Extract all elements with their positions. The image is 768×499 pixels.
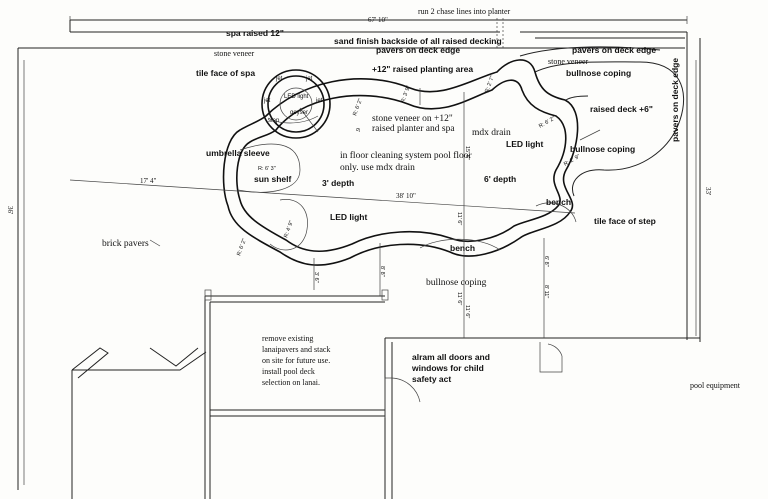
pool-left-dim: 17' 4" [140, 177, 157, 185]
offset-8: 8' 11" [543, 285, 549, 298]
stone-veneer-planter-2: raised planter and spa [372, 124, 455, 134]
in-floor-cleaning-1: in floor cleaning system pool floor [340, 150, 472, 161]
raised-planting-area: +12" raised planting area [372, 64, 473, 74]
remove-note-1: remove existing [262, 334, 313, 343]
bullnose-coping-top: bullnose coping [566, 68, 631, 78]
offset-1: 3' 6" [313, 272, 319, 283]
depth-3: 3' depth [322, 178, 354, 188]
pool-outline [222, 46, 685, 266]
mdx-drain-label: mdx drain [472, 128, 511, 138]
stone-veneer-planter-1: stone veneer on +12" [372, 114, 453, 124]
offset-2: 8' 8" [379, 266, 385, 277]
tile-face-spa: tile face of spa [196, 68, 255, 78]
led-light-right: LED light [506, 139, 543, 149]
sun-shelf: sun shelf [254, 174, 291, 184]
tile-face-step: tile face of step [594, 216, 656, 226]
offset-3: 11' 6" [456, 212, 462, 225]
pool-length-dim: 38' 10" [396, 192, 416, 200]
pavers-deck-edge-top: pavers on deck edge [376, 45, 460, 55]
remove-note-4: install pool deck [262, 367, 315, 376]
pool-equipment: pool equipment [690, 381, 741, 390]
radius-5: R: 3' 9" [400, 85, 412, 104]
bullnose-coping-right: bullnose coping [570, 144, 635, 154]
radius-4: R: 6' 2" [352, 98, 364, 117]
sand-finish-note: sand finish backside of all raised decki… [334, 36, 502, 46]
right-height-dim: 33' [704, 187, 712, 195]
in-floor-cleaning-2: only. use mdx drain [340, 163, 415, 173]
remove-note-3: on site for future use. [262, 356, 330, 365]
raised-deck: raised deck +6" [590, 104, 653, 114]
spa [261, 69, 331, 139]
alarm-note-1: alram all doors and [412, 352, 490, 362]
overall-width-dim: 67' 10" [368, 16, 388, 24]
radius-8: R: 2' 7" [484, 75, 496, 94]
chase-lines-note: run 2 chase lines into planter [418, 7, 511, 16]
bench-bottom: bench [450, 243, 475, 253]
bench-right: bench [546, 197, 571, 207]
pavers-deck-edge-vertical: pavers on deck edge [670, 58, 680, 142]
brick-pavers: brick pavers [102, 239, 149, 249]
spa-geyser: geyser [290, 110, 308, 116]
spa-jet-r: jet [315, 98, 323, 104]
spa-led-light: LED light [284, 94, 309, 100]
offset-7: 6' 8" [543, 256, 549, 267]
spa-jet-tl: jet [275, 76, 283, 82]
spa-step: step [268, 118, 280, 124]
radius-6: R: 6' 2" [538, 116, 556, 130]
alarm-note-3: safety act [412, 374, 451, 384]
offset-4: 15' 6" [464, 146, 470, 160]
dimension-lines [69, 88, 601, 338]
radius-3: R: 4' 9" [283, 220, 295, 239]
remove-note-5: selection on lanai. [262, 378, 320, 387]
spa-jet-l: jet [263, 98, 271, 104]
spa-raised-note: spa raised 12" [226, 28, 284, 38]
property-lines [17, 16, 701, 499]
spa-jet-tr: jet [305, 76, 313, 82]
pavers-deck-edge-right: pavers on deck edge [572, 45, 656, 55]
radius-1: R: 6' 3" [258, 166, 276, 172]
led-light-bottom: LED light [330, 212, 367, 222]
stone-veneer-left: stone veneer [214, 49, 255, 58]
offset-9: 6' [354, 128, 360, 132]
offset-6: 11' 6" [464, 305, 470, 318]
remove-note-2: lanaipavers and stack [262, 345, 330, 354]
left-height-dim: 36' [6, 206, 14, 214]
alarm-note-2: windows for child [411, 363, 484, 373]
stone-veneer-right: stone veneer [548, 57, 589, 66]
depth-6: 6' depth [484, 174, 516, 184]
offset-5: 11' 6" [456, 292, 462, 305]
bullnose-coping-bottom: bullnose coping [426, 278, 487, 288]
umbrella-sleeve: umbrella sleeve [206, 148, 270, 158]
radius-2: R: 6' 2" [236, 238, 248, 257]
